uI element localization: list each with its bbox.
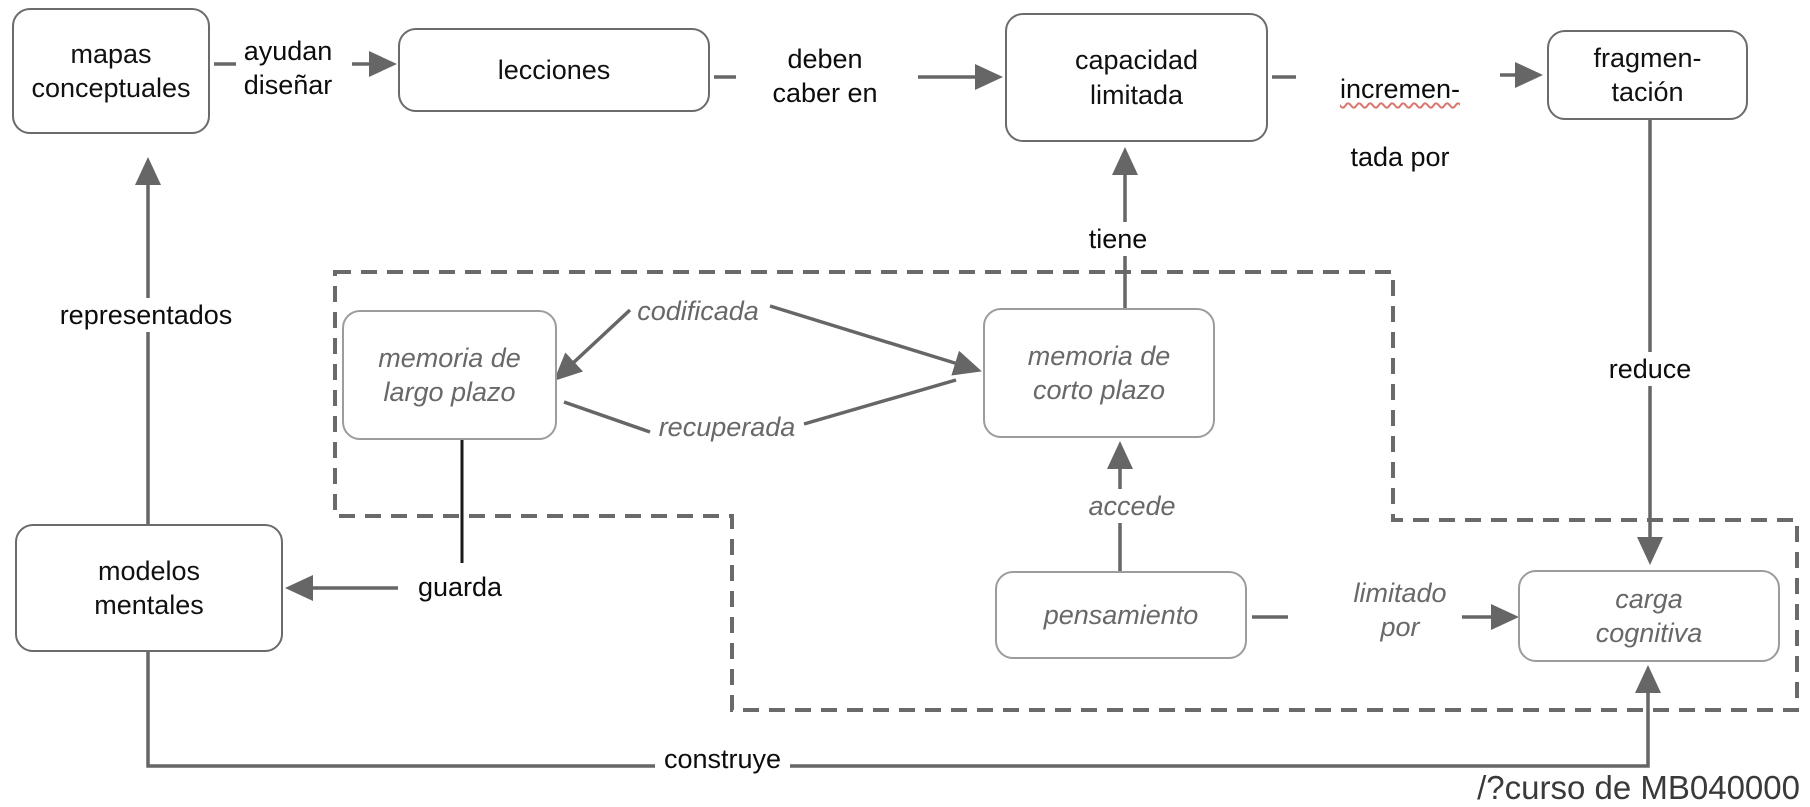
arrow-codificada-corto bbox=[769, 304, 982, 376]
edge-label-incrementada-line2: tada por bbox=[1350, 142, 1450, 173]
edge-label-construye[interactable]: construye bbox=[655, 742, 790, 777]
node-memoria-corto-plazo[interactable]: memoria de corto plazo bbox=[983, 308, 1215, 438]
line-largo-recuperada bbox=[563, 400, 651, 434]
edge-label-deben-caber-en[interactable]: deben caber en bbox=[772, 44, 878, 109]
edge-label-recuperada[interactable]: recuperada bbox=[658, 412, 796, 442]
node-pensamiento[interactable]: pensamiento bbox=[995, 571, 1247, 659]
dashed-region-outline bbox=[333, 270, 1799, 712]
node-carga-cognitiva[interactable]: carga cognitiva bbox=[1518, 570, 1780, 662]
edge-label-incrementada-por[interactable]: incremen- tada por bbox=[1302, 38, 1498, 174]
edge-label-reduce[interactable]: reduce bbox=[1596, 352, 1704, 387]
concept-map-canvas: { "colors": { "node_border": "#6b6b6b", … bbox=[12, 8, 1800, 806]
node-capacidad-limitada[interactable]: capacidad limitada bbox=[1005, 13, 1268, 142]
edge-label-limitado-por[interactable]: limitado por bbox=[1353, 578, 1447, 643]
spellcheck-squiggle-word: incremen- bbox=[1339, 74, 1461, 105]
edge-label-tiene[interactable]: tiene bbox=[1078, 222, 1158, 257]
line-recuperada-corto bbox=[803, 378, 957, 426]
edge-label-accede[interactable]: accede bbox=[1075, 489, 1189, 524]
node-mapas-conceptuales[interactable]: mapas conceptuales bbox=[12, 8, 210, 134]
bottom-clipped-caption: /?curso de MB040000 bbox=[1477, 769, 1800, 806]
edge-label-codificada[interactable]: codificada bbox=[637, 296, 759, 326]
node-modelos-mentales[interactable]: modelos mentales bbox=[15, 524, 283, 652]
edge-label-guarda[interactable]: guarda bbox=[417, 572, 503, 602]
edge-label-representados[interactable]: representados bbox=[28, 298, 264, 333]
arrow-codificada-largo bbox=[553, 308, 632, 382]
node-memoria-largo-plazo[interactable]: memoria de largo plazo bbox=[342, 310, 557, 440]
arrow-construye bbox=[146, 652, 1661, 768]
connector-layer bbox=[135, 51, 1799, 768]
node-fragmentacion[interactable]: fragmen- tación bbox=[1547, 30, 1748, 120]
edge-label-ayudan-disenar[interactable]: ayudan diseñar bbox=[243, 36, 333, 101]
node-lecciones[interactable]: lecciones bbox=[398, 28, 710, 112]
